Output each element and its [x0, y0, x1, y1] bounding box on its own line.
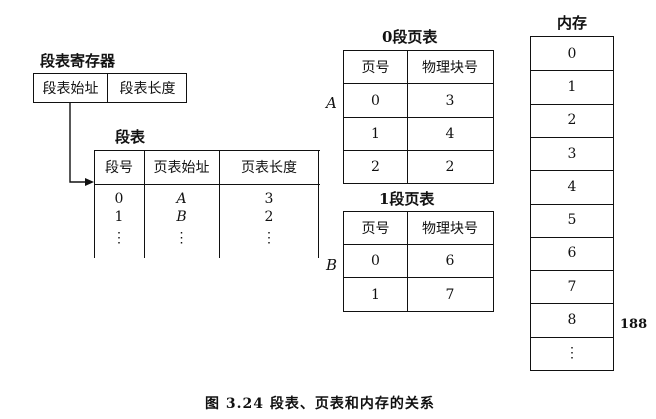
figure-caption: 图 3.24 段表、页表和内存的关系 — [205, 396, 435, 412]
memory-title: 内存 — [557, 14, 588, 32]
memory-block: 5 — [567, 212, 577, 229]
page-table-0-title: 0段页表 — [382, 28, 438, 46]
pt1-header-page: 页号 — [361, 221, 390, 237]
memory-block-divider — [531, 303, 613, 305]
page-table-1-pointer: B — [326, 256, 338, 274]
memory-block-divider — [531, 236, 613, 238]
pt0-row2-frame: 2 — [445, 159, 455, 175]
pt1-row0-page: 0 — [371, 253, 380, 269]
seg-row1-num: 1 — [114, 208, 124, 225]
memory-block: 4 — [567, 178, 577, 195]
pt0-row0-page: 0 — [371, 92, 380, 109]
memory-block-divider — [531, 336, 613, 338]
memory-block-divider — [531, 170, 613, 172]
memory-block: 8 — [567, 312, 577, 329]
seg-row2-num: ⋮ — [112, 230, 126, 246]
memory-block: 1 — [567, 78, 577, 95]
pt0-header-page: 页号 — [361, 60, 390, 76]
memory-column — [530, 36, 614, 371]
segment-table: 段号 页表始址 页表长度 0 A 3 1 B 2 ⋮ ⋮ ⋮ — [94, 150, 320, 258]
seg-row1-start: B — [176, 208, 187, 225]
pt1-row0-frame: 6 — [445, 253, 455, 269]
segment-register-length: 段表长度 — [119, 81, 176, 97]
segment-table-title: 段表 — [115, 128, 146, 146]
pt0-row1-frame: 4 — [445, 126, 455, 142]
seg-row0-start: A — [176, 190, 187, 207]
memory-block: 6 — [567, 245, 577, 262]
seg-row1-length: 2 — [264, 208, 274, 225]
seg-header-pt-start: 页表始址 — [153, 160, 210, 176]
segment-register-title: 段表寄存器 — [40, 52, 116, 70]
page-table-1: 页号 物理块号 0 6 1 7 — [343, 211, 494, 312]
memory-block-divider — [531, 103, 613, 105]
memory-block-divider — [531, 70, 613, 72]
page-table-0-pointer: A — [326, 94, 337, 112]
page-table-1-title: 1段页表 — [379, 190, 435, 208]
pt1-header-frame: 物理块号 — [422, 221, 478, 237]
memory-block-divider — [531, 270, 613, 272]
seg-row0-length: 3 — [264, 190, 274, 207]
segment-register-divider — [107, 73, 108, 103]
memory-block-divider — [531, 203, 613, 205]
pt0-row2-page: 2 — [371, 159, 380, 175]
seg-header-pt-length: 页表长度 — [241, 160, 297, 176]
seg-header-num: 段号 — [105, 160, 133, 176]
seg-row2-length: ⋮ — [262, 230, 276, 246]
segment-register-start: 段表始址 — [42, 81, 99, 97]
page-table-0: 页号 物理块号 0 3 1 4 2 2 — [343, 50, 494, 184]
memory-block: 0 — [567, 45, 577, 62]
memory-block: 3 — [567, 145, 577, 162]
memory-block: 2 — [567, 112, 577, 129]
memory-block: 7 — [567, 278, 577, 295]
memory-side-note: 188 — [620, 317, 648, 332]
segment-register — [33, 73, 187, 103]
pt0-row0-frame: 3 — [445, 92, 455, 109]
seg-row2-start: ⋮ — [174, 230, 189, 246]
memory-blocks: 0 1 2 3 4 5 6 7 8 ⋮ — [531, 37, 613, 370]
seg-row0-num: 0 — [114, 190, 124, 207]
pt0-row1-page: 1 — [371, 126, 380, 142]
memory-block: ⋮ — [565, 345, 579, 362]
memory-block-divider — [531, 136, 613, 138]
pt1-row1-frame: 7 — [445, 286, 455, 303]
pt1-row1-page: 1 — [371, 286, 380, 303]
pt0-header-frame: 物理块号 — [422, 60, 478, 76]
